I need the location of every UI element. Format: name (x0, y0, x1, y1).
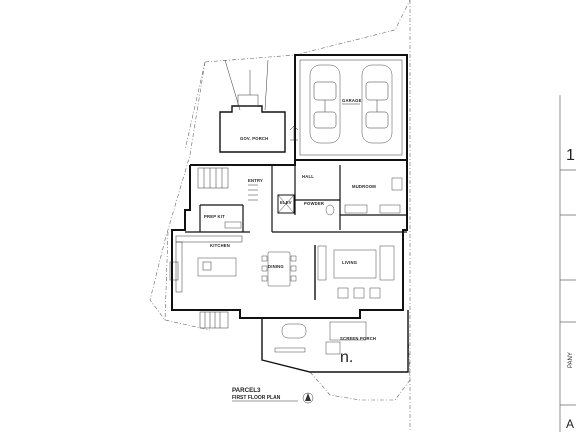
plan-title-block: PARCEL3 FIRST FLOOR PLAN (232, 387, 314, 404)
sheet-number: 1 (566, 147, 575, 164)
room-label-elev: ELEV (280, 200, 292, 205)
dining: DINING (261, 251, 297, 287)
prep-kitchen: PREP KIT (204, 214, 242, 229)
room-label-kitchen: KITCHEN (210, 243, 230, 248)
room-label-garage: GARAGE (342, 98, 362, 103)
living: LIVING (314, 245, 395, 300)
north-arrow-icon (305, 393, 311, 401)
screen-porch: SCREEN PORCH n. (261, 310, 409, 373)
car-right-icon (361, 64, 393, 144)
car-left-icon (309, 64, 341, 144)
room-label-mudroom: MUDROOM (352, 184, 376, 189)
site-boundary (149, 0, 411, 432)
room-label-living: LIVING (342, 260, 357, 265)
room-label-prep-kit: PREP KIT (204, 214, 225, 219)
rear-stair (199, 311, 229, 329)
gov-porch: GOV. PORCH (219, 70, 299, 153)
room-label-dining: DINING (268, 264, 284, 269)
garage: GARAGE (294, 54, 408, 161)
powder: POWDER (304, 201, 335, 216)
plan-subtitle: FIRST FLOOR PLAN (232, 395, 281, 401)
plan-title: PARCEL3 (232, 387, 261, 394)
room-label-screen-porch: SCREEN PORCH (340, 336, 376, 341)
sheet-mark: A (566, 417, 574, 431)
drawing-mark-n: n. (340, 349, 353, 366)
title-block-strip: 1 PANY A (559, 95, 576, 432)
elevator: ELEV (277, 194, 295, 214)
driveway-wedge (224, 59, 269, 111)
room-label-entry: ENTRY (248, 178, 263, 183)
mudroom: MUDROOM (344, 177, 403, 214)
vertical-label: PANY (568, 352, 574, 368)
room-label-hall: HALL (302, 174, 314, 179)
kitchen: KITCHEN (169, 235, 243, 293)
room-label-powder: POWDER (304, 201, 324, 206)
room-label-gov-porch: GOV. PORCH (240, 136, 268, 141)
house-walls (171, 159, 408, 319)
